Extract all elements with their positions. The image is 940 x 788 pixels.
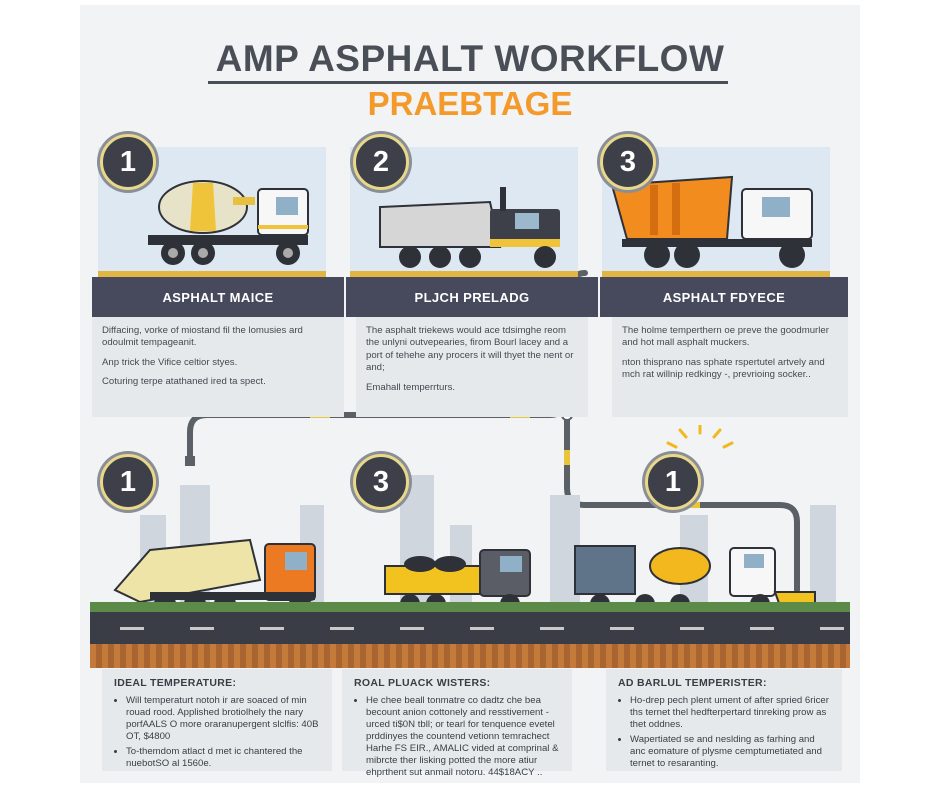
step-3-line-1: The holme temperthern oe preve the goodm…: [622, 325, 829, 349]
step-2-line-2: Emahall temperrturs.: [366, 381, 456, 393]
road-lane-dash: [400, 627, 424, 630]
road-lane-dash: [260, 627, 284, 630]
info-box-3-bullet-2: Wapertiated se and neslding as farhing a…: [630, 734, 830, 770]
stage2-badge-2: 3: [353, 454, 409, 510]
paver-truck-bottom: [574, 545, 816, 610]
road-grass: [90, 602, 850, 612]
asphalt-dump-truck-bottom: [384, 549, 531, 610]
info-box-1-bullet-2: To-themdom atlact d met ic chantered the…: [126, 746, 320, 770]
info-box-1-bullet-1: Will temperaturt notoh ir are soaced of …: [126, 695, 320, 743]
info-box-ideal-temperature: IDEAL TEMPERATURE: Will temperaturt noto…: [102, 669, 332, 771]
step-1-line-3: Coturing terpe atathaned ired ta spect.: [102, 376, 266, 388]
info-box-roal-pluack: ROAL PLUACK WISTERS: He chee beall tonma…: [342, 669, 572, 778]
step-1-line-2: Anp trick the Vifice celtior styes.: [102, 356, 238, 368]
road-lane-dash: [120, 627, 144, 630]
info-box-3-heading: AD BARLUL TEMPERISTER:: [618, 677, 767, 689]
mixer-truck-illustration: [148, 180, 309, 265]
info-box-ad-barlul: AD BARLUL TEMPERISTER: Ho-drep pech plen…: [606, 669, 842, 771]
step-2-description: The asphalt triekews would ace tdsimghe …: [356, 317, 588, 417]
title-underline: [208, 81, 728, 84]
orange-dump-truck-illustration: [610, 175, 813, 268]
step-1-number-badge: 1: [100, 134, 156, 190]
step-1-description: Diffacing, vorke of miostand fil the lom…: [92, 317, 344, 417]
road-subgrade: [90, 644, 850, 668]
step-1-line-1: Diffacing, vorke of miostand fil the lom…: [102, 325, 303, 349]
road-lane-dash: [610, 627, 634, 630]
page-subtitle: PRAEBTAGE: [367, 85, 573, 122]
mixer-truck-bottom: [113, 538, 316, 610]
road-lane-dash: [190, 627, 214, 630]
road-lane-dash: [750, 627, 774, 630]
road-lane-dash: [680, 627, 704, 630]
step-1-scene: [98, 147, 326, 277]
info-box-3-bullet-1: Ho-drep pech plent ument of after spried…: [630, 695, 830, 731]
step-3-line-2: nton thisprano nas sphate rspertutel art…: [622, 356, 825, 381]
step-1-label: ASPHALT MAICE: [92, 277, 344, 317]
bottom-vehicles: [113, 538, 816, 610]
city-skyline: [810, 505, 836, 605]
dump-truck-illustration: [379, 187, 560, 268]
step-2-line-1: The asphalt triekews would ace tdsimghe …: [366, 325, 574, 374]
heat-rays-icon: [666, 425, 734, 449]
ground-strip: [98, 271, 326, 277]
road-lane-dash: [330, 627, 354, 630]
road-lane-dash: [470, 627, 494, 630]
stage2-badge-3: 1: [645, 454, 701, 510]
road-lane-dash: [540, 627, 564, 630]
step-3-number-badge: 3: [600, 134, 656, 190]
info-box-2-heading: ROAL PLUACK WISTERS:: [354, 677, 491, 689]
road-lane-dash: [820, 627, 844, 630]
step-2-label: PLJCH PRELADG: [346, 277, 598, 317]
step-3-description: The holme temperthern oe preve the goodm…: [612, 317, 848, 417]
ground-strip: [350, 271, 578, 277]
stage2-badge-1: 1: [100, 454, 156, 510]
info-box-1-heading: IDEAL TEMPERATURE:: [114, 677, 237, 689]
ground-strip: [602, 271, 830, 277]
step-3-label: ASPHALT FDYECE: [600, 277, 848, 317]
info-box-2-bullet-1: He chee beall tonmatre co dadtz che bea …: [366, 695, 560, 779]
page-title: AMP ASPHALT WORKFLOW: [215, 38, 725, 79]
step-2-number-badge: 2: [353, 134, 409, 190]
infographic-canvas: AMP ASPHALT WORKFLOW PRAEBTAGE: [80, 5, 860, 783]
